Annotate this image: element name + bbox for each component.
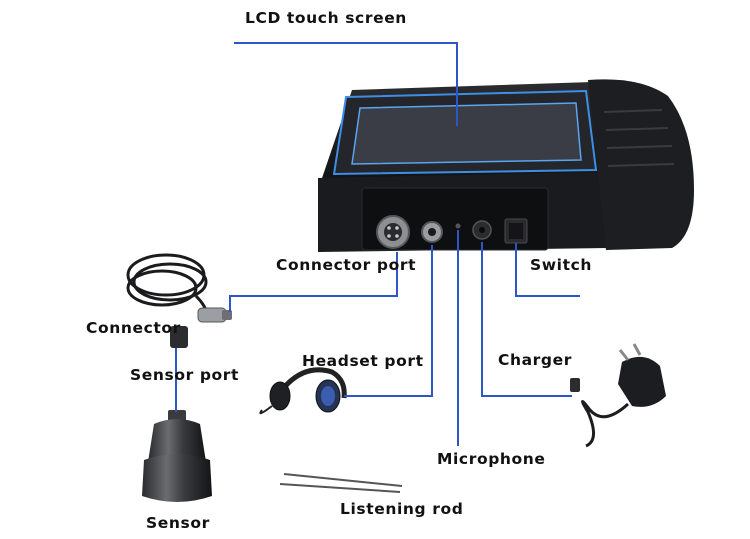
detector-unit xyxy=(318,79,694,252)
charger-adapter xyxy=(570,343,666,448)
leader-connector-port xyxy=(229,252,398,312)
label-sensor: Sensor xyxy=(146,514,210,532)
label-switch: Switch xyxy=(530,256,593,274)
label-connector-port: Connector port xyxy=(276,256,417,274)
label-headset-port: Headset port xyxy=(302,352,424,370)
leader-lines xyxy=(175,42,580,446)
lcd-touch-screen xyxy=(351,102,582,165)
connector-plug xyxy=(170,307,232,348)
leader-headset-port xyxy=(344,245,433,397)
headset xyxy=(259,367,347,415)
label-sensor-port: Sensor port xyxy=(130,366,240,384)
label-charger: Charger xyxy=(498,351,572,369)
sensor-probe xyxy=(142,410,212,502)
label-connector: Connector xyxy=(86,319,181,337)
leader-lcd xyxy=(234,42,458,126)
grip-ridges xyxy=(603,109,675,167)
label-lcd-touch-screen: LCD touch screen xyxy=(245,9,407,27)
leader-switch xyxy=(515,243,580,297)
connector-cable xyxy=(126,253,210,317)
label-microphone: Microphone xyxy=(437,450,546,468)
microphone-hole xyxy=(455,223,461,229)
leader-charger xyxy=(481,242,572,397)
label-listening-rod: Listening rod xyxy=(340,500,464,518)
listening-rod xyxy=(279,473,403,493)
